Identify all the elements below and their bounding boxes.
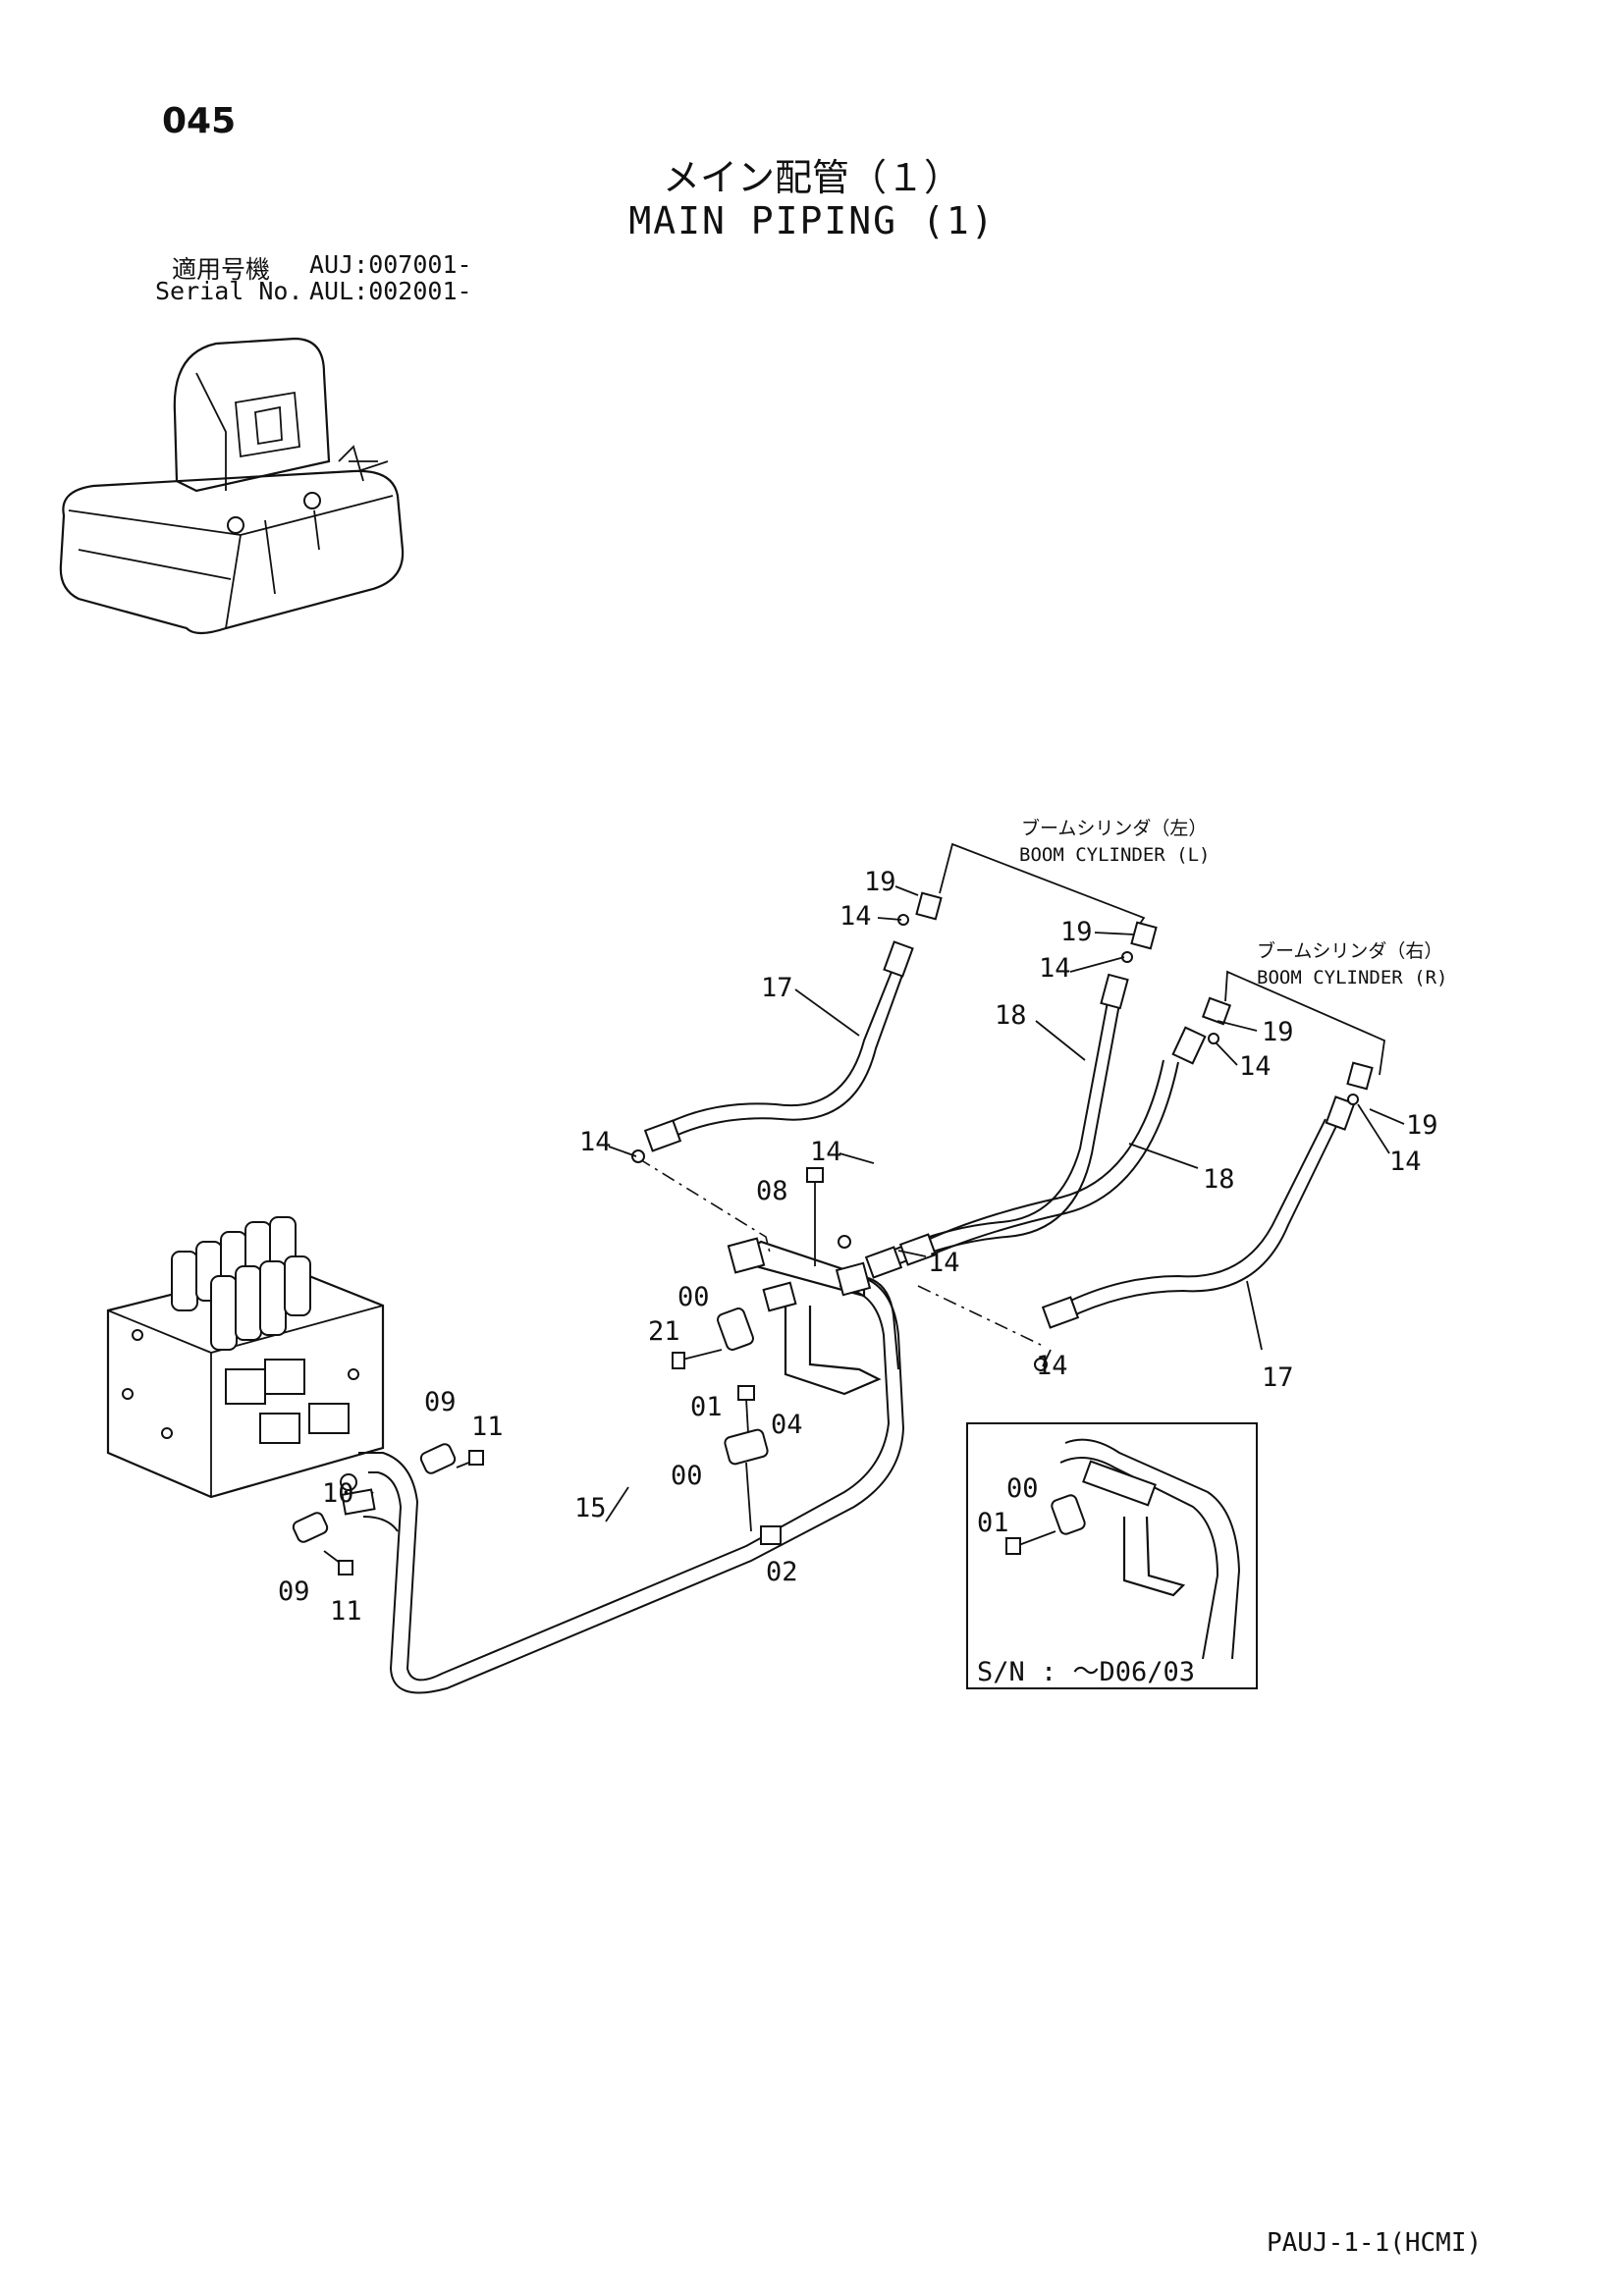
callout-18: 18 (995, 1000, 1027, 1031)
callout-14: 14 (810, 1137, 842, 1167)
leader-dashed-lines (637, 1157, 1042, 1346)
hose-18-right (898, 1026, 1207, 1266)
serial-value-japanese: AUJ:007001- (309, 250, 472, 279)
callout-15: 15 (574, 1493, 607, 1523)
callout-01: 01 (690, 1392, 723, 1422)
excavator-overview-illustration (59, 337, 405, 635)
boom-cylinder-right-group: ブームシリンダ（右） BOOM CYLINDER (R) (1224, 939, 1447, 1076)
page-title-japanese: メイン配管（１） (662, 156, 961, 199)
callout-19: 19 (1060, 917, 1093, 947)
callout-leader-lines (605, 885, 1405, 1522)
callout-04: 04 (771, 1410, 803, 1440)
callout-10: 10 (322, 1478, 354, 1509)
callout-14: 14 (1036, 1351, 1068, 1381)
inset-callout-01: 01 (977, 1508, 1009, 1538)
callout-02: 02 (766, 1557, 798, 1587)
callout-14: 14 (839, 901, 872, 932)
serial-label-japanese: 適用号機 (172, 255, 271, 284)
hose-17-right (1041, 1095, 1356, 1329)
serial-value-english: AUL:002001- (309, 277, 472, 305)
callout-14: 14 (928, 1248, 960, 1278)
boom-cylinder-left-group: ブームシリンダ（左） BOOM CYLINDER (L) (939, 817, 1210, 934)
callout-14: 14 (1239, 1051, 1272, 1082)
callout-14: 14 (579, 1127, 612, 1157)
callout-19: 19 (1406, 1110, 1438, 1141)
callout-08: 08 (756, 1176, 788, 1206)
callout-11: 11 (330, 1596, 362, 1627)
page-number: 045 (162, 101, 237, 141)
callout-14: 14 (1039, 953, 1071, 984)
boom-right-label-en: BOOM CYLINDER (R) (1257, 967, 1447, 988)
callout-19: 19 (864, 867, 896, 897)
callout-17: 17 (761, 973, 793, 1003)
inset-detail-panel: 00 01 S/N : ～D06/03 (966, 1422, 1258, 1689)
callout-19: 19 (1262, 1017, 1294, 1047)
callout-17: 17 (1262, 1362, 1294, 1393)
callout-14: 14 (1389, 1147, 1422, 1177)
boom-left-label-en: BOOM CYLINDER (L) (1019, 844, 1210, 866)
clamps-and-bolts (292, 914, 1359, 1575)
callout-18: 18 (1203, 1164, 1235, 1195)
pipe-bracket-04 (727, 1237, 882, 1396)
adapter-fittings-top (915, 891, 1374, 1091)
control-valve-block (106, 1216, 385, 1499)
page-title-english: MAIN PIPING (1) (628, 199, 996, 242)
boom-left-label-jp: ブームシリンダ（左） (1021, 817, 1207, 839)
boom-right-label-jp: ブームシリンダ（右） (1257, 939, 1442, 962)
serial-label-english: Serial No. (155, 277, 303, 305)
callout-11: 11 (471, 1412, 504, 1442)
callout-09: 09 (424, 1387, 457, 1417)
steel-pipe-15 (341, 1271, 905, 1694)
callout-00: 00 (671, 1461, 703, 1491)
hose-17-left (643, 940, 914, 1152)
callout-09: 09 (278, 1576, 310, 1607)
footer-code: PAUJ-1-1(HCMI) (1267, 2228, 1483, 2258)
inset-serial-note: S/N : ～D06/03 (977, 1657, 1195, 1687)
callout-21: 21 (648, 1316, 680, 1347)
inset-callout-00: 00 (1006, 1473, 1039, 1504)
callout-numbers: 19 14 17 19 14 18 19 14 19 14 14 14 08 1… (278, 867, 1438, 1627)
callout-00: 00 (677, 1282, 710, 1312)
